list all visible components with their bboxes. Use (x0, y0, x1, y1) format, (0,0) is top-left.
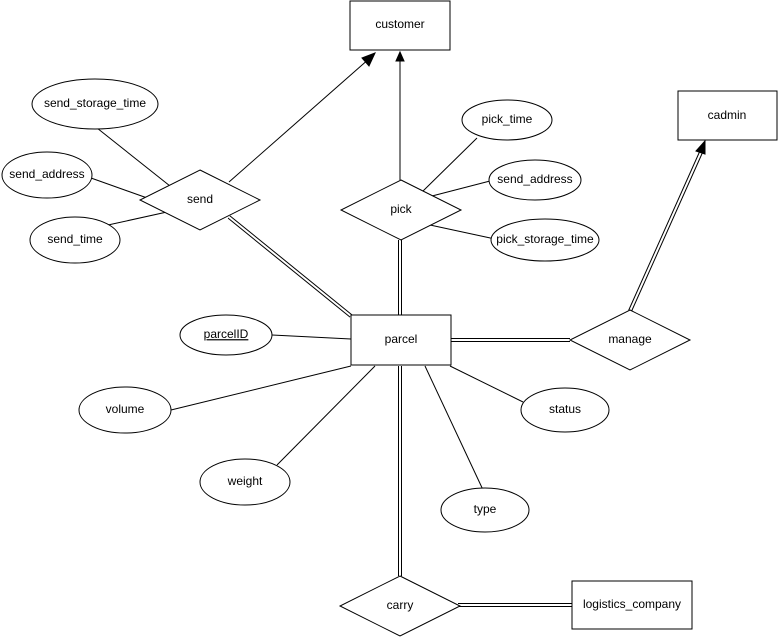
attribute-type[interactable]: type (440, 487, 530, 533)
attribute-send-time-ellipse (29, 216, 121, 264)
attribute-status[interactable]: status (520, 387, 610, 433)
connectors (90, 50, 706, 607)
attribute-status-label: status (549, 402, 581, 416)
arrowhead-manage-cadmin (695, 139, 706, 155)
edge-manage-cadmin-inner (629, 149, 703, 312)
attribute-volume-ellipse (78, 386, 172, 434)
edge-send-send-storage-time (96, 127, 171, 187)
entity-logistics-company[interactable]: logistics_company (571, 580, 693, 630)
attribute-send-address-pick-label: send_address (497, 172, 572, 186)
attribute-parcelid-label: parcelID (204, 327, 249, 341)
attribute-weight[interactable]: weight (199, 458, 291, 506)
relationship-send-label: send (187, 192, 213, 206)
entity-logistics-company-box (571, 580, 693, 630)
edge-parcel-volume (170, 365, 352, 411)
relationship-pick[interactable]: pick (339, 179, 463, 241)
relationship-manage-diamond (568, 309, 692, 371)
attribute-pick-storage-time-label: pick_storage_time (496, 232, 594, 246)
attribute-send-storage-time-label: send_storage_time (44, 96, 146, 110)
relationship-manage-label: manage (608, 332, 652, 346)
relationship-manage[interactable]: manage (568, 309, 692, 371)
edge-send-parcel-inner (228, 216, 352, 317)
attribute-pick-storage-time-ellipse (490, 218, 600, 262)
attribute-volume-label: volume (106, 402, 145, 416)
entity-customer[interactable]: customer (349, 0, 451, 51)
attribute-send-storage-time[interactable]: send_storage_time (31, 78, 159, 130)
attribute-status-ellipse (520, 387, 610, 433)
relationship-pick-label: pick (390, 202, 412, 216)
attribute-volume[interactable]: volume (78, 386, 172, 434)
relationship-pick-diamond (339, 179, 463, 241)
relationship-carry-label: carry (387, 598, 414, 612)
edge-parcel-weight (276, 365, 376, 466)
entity-parcel-box (350, 314, 452, 366)
attribute-send-address-pick[interactable]: send_address (488, 159, 582, 201)
attribute-send-time[interactable]: send_time (29, 216, 121, 264)
attribute-weight-ellipse (199, 458, 291, 506)
entity-parcel-label: parcel (385, 332, 418, 346)
attribute-send-address-send-ellipse (1, 151, 93, 199)
relationship-send[interactable]: send (138, 169, 262, 231)
entity-cadmin-box (677, 90, 778, 141)
relationship-carry-diamond (338, 575, 462, 637)
attribute-parcelid-ellipse (179, 314, 273, 356)
relationship-carry[interactable]: carry (338, 575, 462, 637)
attribute-type-ellipse (440, 487, 530, 533)
entity-logistics-company-label: logistics_company (583, 597, 681, 611)
attribute-send-address-send-label: send_address (9, 167, 84, 181)
attribute-pick-time-ellipse (461, 99, 553, 141)
attribute-pick-time[interactable]: pick_time (461, 99, 553, 141)
entity-customer-box (349, 0, 451, 51)
attribute-send-address-pick-ellipse (488, 159, 582, 201)
entity-parcel[interactable]: parcel (350, 314, 452, 366)
attribute-send-address-send[interactable]: send_address (1, 151, 93, 199)
attribute-send-storage-time-ellipse (31, 78, 159, 130)
attribute-pick-storage-time[interactable]: pick_storage_time (490, 218, 600, 262)
arrowhead-send-customer (361, 52, 376, 67)
edge-parcel-status (449, 365, 524, 403)
edge-pick-pick-storage-time (429, 224, 496, 240)
attribute-pick-time-label: pick_time (482, 112, 533, 126)
attribute-send-time-label: send_time (47, 232, 103, 246)
entity-cadmin[interactable]: cadmin (677, 90, 778, 141)
arrowhead-pick-customer (395, 50, 405, 62)
entity-cadmin-label: cadmin (708, 108, 747, 122)
relationship-send-diamond (138, 169, 262, 231)
edge-pick-pick-time (421, 137, 478, 193)
edge-send-customer (228, 57, 371, 183)
attribute-weight-label: weight (227, 474, 263, 488)
edge-send-send-address (90, 177, 151, 200)
attribute-type-label: type (474, 502, 497, 516)
edge-parcel-type (424, 365, 485, 493)
edge-pick-send-address (431, 180, 491, 197)
entity-customer-label: customer (375, 17, 424, 31)
edge-parcel-parcelid (271, 334, 352, 340)
attribute-parcelid[interactable]: parcelID (179, 314, 273, 356)
